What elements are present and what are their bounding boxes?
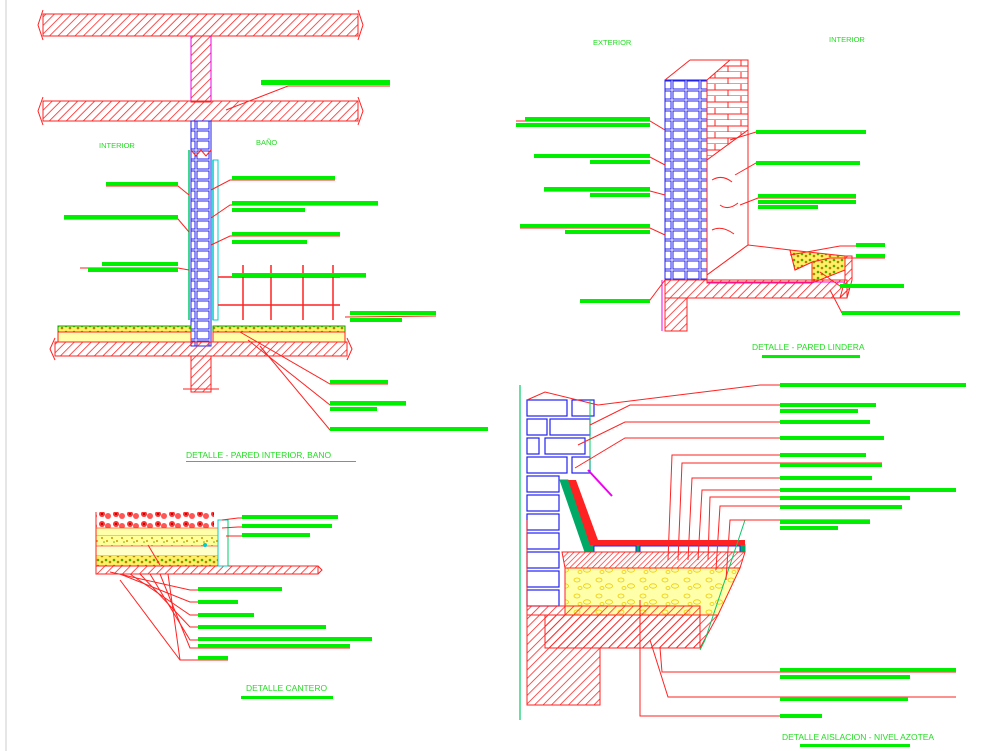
- top-beam: [190, 35, 212, 103]
- azotea-structure: [526, 605, 701, 706]
- label-interior-left: INTERIOR: [99, 141, 135, 150]
- detail-azotea: DETALLE AISLACION - NIVEL AZOTEA: [519, 383, 966, 747]
- parapet-bricks: [526, 399, 595, 607]
- label-interior-right: INTERIOR: [829, 35, 865, 44]
- slab-lindera: [664, 279, 848, 299]
- detail2-label-bars: [516, 117, 960, 315]
- floor-slab: [54, 341, 348, 357]
- title-pared-lindera: DETALLE - PARED LINDERA: [752, 342, 865, 352]
- interior-wall: [190, 120, 212, 347]
- top-slab: [42, 13, 359, 37]
- detail-pared-interior: INTERIOR BAÑO DETALLE - PARED INTERIOR, …: [37, 9, 488, 462]
- detail4-label-bars: [780, 383, 966, 718]
- cantero-slab: [95, 565, 319, 575]
- label-exterior: EXTERIOR: [593, 38, 632, 47]
- detail3-label-bars: [198, 515, 372, 660]
- detail-cantero: DETALLE CANTERO: [95, 512, 372, 699]
- floor-finish: [57, 325, 192, 333]
- title-pared-interior: DETALLE - PARED INTERIOR, BANO: [186, 450, 332, 460]
- label-bano: BAÑO: [256, 138, 277, 147]
- brick-wall: [706, 59, 749, 161]
- ceiling-slab: [42, 100, 359, 122]
- title-cantero: DETALLE CANTERO: [246, 683, 327, 693]
- title-azotea: DETALLE AISLACION - NIVEL AZOTEA: [782, 732, 934, 742]
- detail-pared-lindera: EXTERIOR INTERIOR: [516, 35, 960, 358]
- detail4-callouts: [574, 384, 966, 717]
- bottom-beam: [190, 355, 212, 393]
- cantero-plants: [96, 512, 214, 530]
- detail1-label-bars: [64, 80, 488, 431]
- block-wall: [664, 79, 708, 281]
